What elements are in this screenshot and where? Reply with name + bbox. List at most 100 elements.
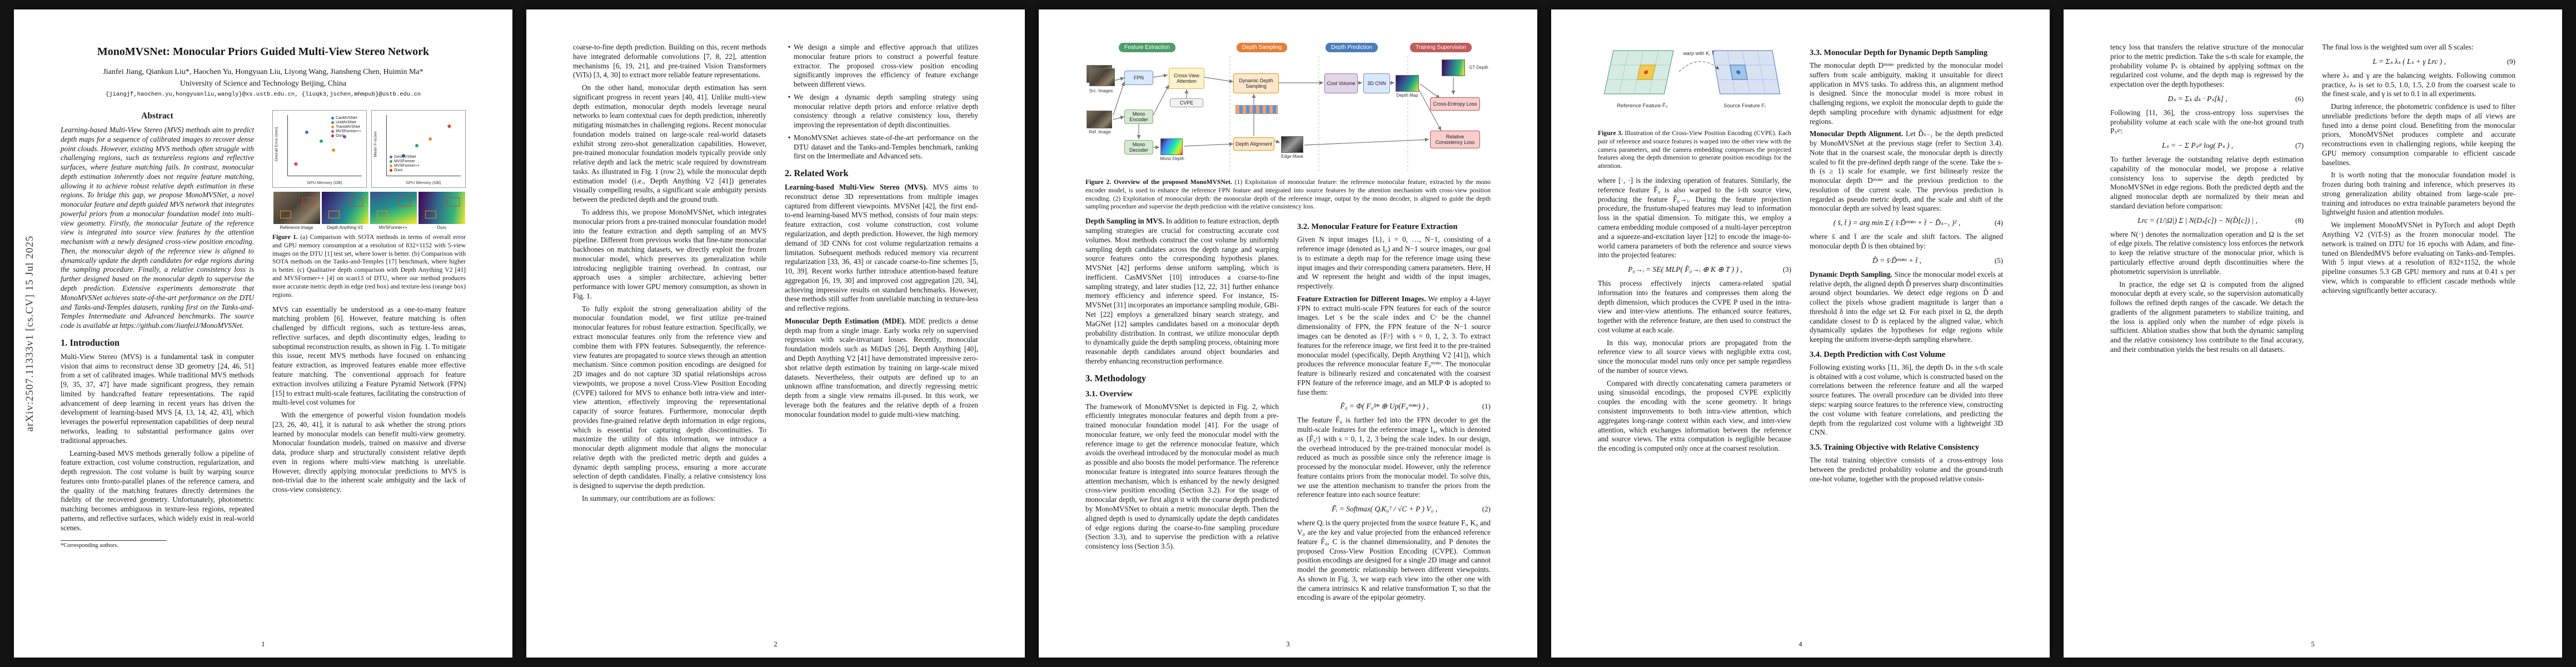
equation-number: (5) — [1994, 256, 2003, 265]
equation-formula: D̂ = s̄·D̃ᵐᵒⁿᵒ + t̄ , — [1872, 256, 1921, 265]
fig1-reference-image — [273, 192, 320, 224]
fig2-depth-alignment-block: Depth Alignment — [1233, 137, 1274, 151]
abstract-body: Learning-based Multi-View Stereo (MVS) m… — [61, 126, 254, 330]
ours-star-marker — [446, 123, 452, 130]
subsection-heading-overview: 3.1. Overview — [1085, 389, 1133, 399]
figure-3-cvpe-diagram: warp with K, T Reference Feature F̂₀ Sou… — [1598, 43, 1791, 171]
chart-legend: GeoMVSNet MVSFormer MVSFormer++ Ours — [390, 155, 420, 173]
abstract-heading: Abstract — [141, 111, 173, 121]
fig2-src-label: Src. Images — [1089, 88, 1113, 93]
equation-number: (7) — [2295, 141, 2304, 150]
body-paragraph: The total training objective consists of… — [1810, 456, 2003, 483]
fig2-section-feature-extraction: Feature Extraction — [1119, 43, 1175, 52]
page-5: tency loss that transfers the relative s… — [2064, 9, 2562, 658]
y-axis — [386, 115, 387, 176]
body-paragraph: tency loss that transfers the relative s… — [2110, 43, 2304, 89]
fig1-chart-tnt: Mean F-score GPU Memory (GB) GeoMVSNet M… — [371, 110, 466, 188]
equation-number: (9) — [2507, 57, 2515, 66]
subsection-heading-dynamic-sampling: 3.3. Monocular Depth for Dynamic Depth S… — [1810, 48, 1988, 57]
fig3-drawing: warp with K, T Reference Feature F̂₀ Sou… — [1603, 50, 1781, 109]
fig2-relative-consistency-loss-block: Relative Consistency Loss — [1430, 131, 1480, 148]
paper-title: MonoMVSNet: Monocular Priors Guided Mult… — [97, 46, 430, 58]
equation-number: (6) — [2295, 94, 2304, 103]
y-axis-label: Overall Error (mm) — [273, 127, 279, 162]
body-paragraph: We implement MonoMVSNet in PyTorch and a… — [2322, 221, 2515, 295]
equation-7: Lₛ = − Σ Pₛᵍᵗ log( Pₛ ) , (7) — [2110, 141, 2304, 150]
fig2-cvpe-block: CVPE — [1170, 98, 1203, 107]
fig2-3d-cnn-block: 3D CNN — [1363, 73, 1390, 93]
equation-number: (2) — [1482, 505, 1491, 514]
body-paragraph: Monocular Depth Estimation (MDE). MDE pr… — [785, 316, 979, 419]
body-paragraph: where s̄ and t̄ are the scale and shift … — [1810, 232, 2003, 251]
author-emails: {jiangjf,haochen.yu,hongyuanliu,wangly}@… — [105, 91, 421, 98]
body-paragraph: In practice, the edge set Ω is computed … — [2110, 280, 2304, 354]
body-paragraph: On the other hand, monocular depth estim… — [573, 83, 766, 204]
page4-left-column: warp with K, T Reference Feature F̂₀ Sou… — [1598, 43, 1791, 487]
equation-number: (8) — [2295, 216, 2304, 225]
equation-1: F̂₀ = Φ( F₀ᶠᵖⁿ ⊕ Up(F₀ᵐᵒⁿᵒ) ) , (1) — [1297, 402, 1491, 411]
body-paragraph: where N(·) denotes the normalization ope… — [2110, 230, 2304, 276]
fig2-mono-encoder-block: Mono Encoder — [1124, 109, 1153, 124]
fig3-warp-label: warp with K, T — [1683, 51, 1715, 56]
page5-left-column: tency loss that transfers the relative s… — [2110, 43, 2304, 358]
page2-left-column: coarse-to-fine depth prediction. Buildin… — [573, 43, 766, 507]
equation-4: ( s̄, t̄ ) = arg min Σ ( s̄·D̃ᵐᵒⁿᵒ + t̄ … — [1810, 218, 2003, 227]
fig2-arrows — [1113, 56, 1456, 172]
fig1-image-labels: Reference Image Depth Anything V2 MVSFor… — [280, 225, 446, 230]
equation-formula: Dₛ = Σₖ dₖ · Pₛ[k] , — [2168, 94, 2228, 103]
equation-number: (3) — [1782, 265, 1791, 274]
equation-5: D̂ = s̄·D̃ᵐᵒⁿᵒ + t̄ , (5) — [1810, 256, 2003, 265]
equation-formula: L = Σₛ λₛ ( Lₛ + γ Lrc ) , — [2373, 57, 2446, 66]
body-paragraph: Following existing works [11, 36], the d… — [1810, 362, 2003, 437]
fig2-section-depth-sampling: Depth Sampling — [1237, 43, 1288, 52]
fig2-cross-view-attention-block: Cross-View Attention — [1169, 68, 1204, 89]
fig2-depth-hypotheses-strip — [1235, 105, 1278, 114]
scatter-point — [305, 131, 308, 134]
page5-right-column: The final loss is the weighted sum over … — [2322, 43, 2515, 358]
equation-8: Lrc = (1/|Ω|) Σ | N(Dₛ[c]) − N(D̂[c]) | … — [2110, 216, 2304, 225]
page-number: 2 — [774, 640, 778, 648]
scatter-point — [415, 144, 418, 147]
subsection-heading-depth-prediction: 3.4. Depth Prediction with Cost Volume — [1810, 350, 1946, 359]
figure-1-caption: Figure 1. (a) Comparison with SOTA metho… — [272, 233, 466, 298]
body-paragraph: MVS can essentially be understood as a o… — [272, 305, 466, 407]
equation-number: (1) — [1482, 402, 1491, 411]
equation-9: L = Σₛ λₛ ( Lₛ + γ Lrc ) , (9) — [2322, 57, 2515, 66]
fig1-chart-dtu: Overall Error (mm) GPU Memory (GB) CasMV… — [272, 110, 367, 188]
body-paragraph: During inference, the photometric confid… — [2322, 102, 2515, 167]
body-paragraph: Monocular Depth Alignment. Let D̃ₛ₋₁ be … — [1810, 130, 2003, 213]
fig2-gt-depth-thumbnail — [1442, 59, 1465, 76]
contribution-bullet: We design a dynamic depth sampling strat… — [785, 93, 978, 130]
body-paragraph: To further leverage the outstanding rela… — [2110, 155, 2304, 210]
scatter-point — [402, 154, 405, 157]
fig2-reference-image-thumbnail — [1087, 111, 1112, 128]
subsection-heading-monocular-feature: 3.2. Monocular Feature for Feature Extra… — [1297, 222, 1458, 232]
body-paragraph: Learning-based Multi-View Stereo (MVS). … — [785, 183, 979, 313]
body-paragraph: To fully exploit the strong generalizati… — [573, 304, 766, 490]
fig2-mono-depth-label: Mono Depth — [1160, 156, 1184, 161]
fig2-cost-volume-block: Cost Volume — [1324, 73, 1358, 93]
section-heading-introduction: 1. Introduction — [61, 337, 120, 348]
fig2-depth-map-label: Depth Map — [1396, 93, 1418, 98]
page-4: warp with K, T Reference Feature F̂₀ Sou… — [1551, 9, 2050, 658]
body-paragraph: Compared with directly concatenating cam… — [1598, 379, 1791, 453]
x-axis-label: GPU Memory (GB) — [307, 180, 342, 185]
figure-1: Overall Error (mm) GPU Memory (GB) CasMV… — [272, 110, 466, 300]
body-paragraph: where [·, ·] is the indexing operation o… — [1598, 176, 1791, 260]
fig2-fpn-block: FPN — [1124, 71, 1153, 85]
page-number: 5 — [2311, 640, 2315, 648]
body-paragraph: This process effectively injects camera-… — [1598, 279, 1791, 334]
fig1-depth-map-ours — [418, 192, 465, 224]
fig2-gt-depth-label: GT Depth — [1469, 65, 1488, 70]
fig3-source-label: Source Feature Fᵢ — [1723, 103, 1766, 109]
page4-right-column: 3.3. Monocular Depth for Dynamic Depth S… — [1810, 43, 2003, 487]
body-paragraph: Multi-View Stereo (MVS) is a fundamental… — [61, 352, 254, 445]
equation-formula: F̃ᵢ = Softmax( QᵢK₀ᵀ / √C + P ) V₀ , — [1331, 505, 1438, 514]
equation-number: (4) — [1994, 218, 2003, 227]
figure-3-caption: Figure 3. Illustration of the Cross-View… — [1598, 130, 1791, 170]
page-number: 4 — [1798, 640, 1802, 648]
affiliation: University of Science and Technology Bei… — [180, 79, 347, 88]
section-heading-methodology: 3. Methodology — [1085, 372, 1147, 384]
fig1-depth-map-baseline — [370, 192, 417, 224]
